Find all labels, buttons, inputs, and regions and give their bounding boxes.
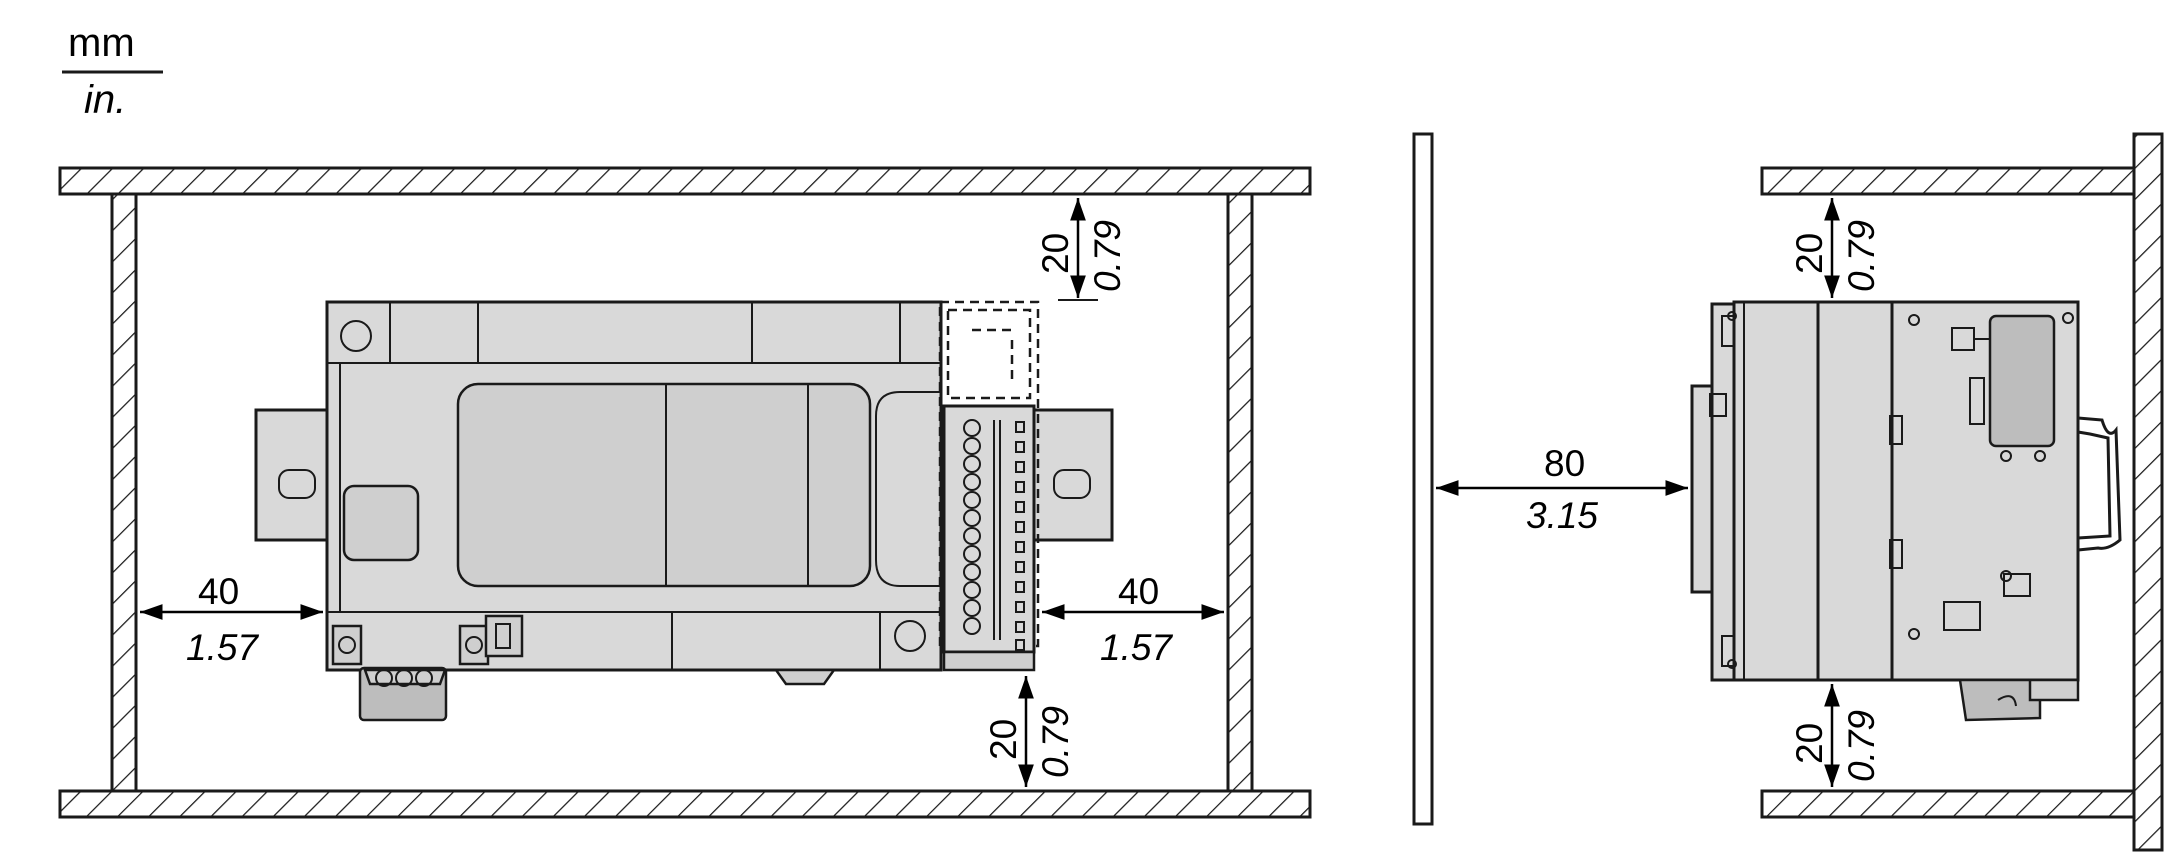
right-clearance-in: 1.57 — [1100, 627, 1173, 668]
left-wall — [110, 192, 138, 793]
unit-primary-label: mm — [68, 21, 135, 65]
side-top-clearance-dimension: 20 0.79 — [1789, 198, 1882, 298]
terminal-block — [938, 300, 1040, 672]
power-connector — [1988, 314, 2056, 448]
bottom-clearance-mm: 20 — [983, 719, 1024, 760]
top-clearance-mm: 20 — [1035, 233, 1076, 274]
side-top-wall — [1760, 166, 2136, 196]
side-top-clearance-in: 0.79 — [1841, 220, 1882, 292]
side-bottom-wall — [1760, 789, 2136, 819]
side-view: 80 3.15 20 0.79 20 0.79 — [1412, 132, 2164, 852]
side-bottom-clearance-dimension: 20 0.79 — [1789, 684, 1882, 787]
rear-clearance-dimension: 80 3.15 — [1436, 443, 1688, 536]
front-cover — [456, 382, 872, 588]
right-clearance-dimension: 40 1.57 — [1042, 571, 1224, 668]
controller-side — [1690, 300, 2122, 722]
left-clearance-in: 1.57 — [186, 627, 259, 668]
bottom-clearance-dimension: 20 0.79 — [983, 676, 1076, 787]
mounting-screw-icon — [894, 620, 926, 652]
rear-clearance-in: 3.15 — [1526, 495, 1598, 536]
front-view: 40 1.57 40 1.57 20 0.79 20 0.79 — [58, 166, 1312, 819]
mounting-screw-icon — [340, 320, 372, 352]
top-clearance-in: 0.79 — [1087, 220, 1128, 292]
din-rail-slot-left — [278, 469, 316, 499]
right-clearance-mm: 40 — [1118, 571, 1159, 612]
top-clearance-dimension: 20 0.79 — [1035, 198, 1128, 301]
bottom-clearance-in: 0.79 — [1035, 706, 1076, 778]
back-plate — [2132, 132, 2164, 852]
right-wall — [1226, 192, 1254, 793]
terminal-cover-outline — [946, 308, 1032, 400]
port-cover — [342, 484, 420, 562]
controller-front — [325, 300, 943, 722]
terminal-screw-row — [963, 419, 1025, 651]
left-clearance-mm: 40 — [198, 571, 239, 612]
din-rail-right — [1028, 408, 1114, 542]
cabinet-door — [1412, 132, 1434, 826]
left-clearance-dimension: 40 1.57 — [140, 571, 323, 668]
side-bottom-clearance-in: 0.79 — [1841, 710, 1882, 782]
side-bottom-clearance-mm: 20 — [1789, 723, 1830, 764]
bottom-wall — [58, 789, 1312, 819]
unit-secondary-label: in. — [84, 78, 126, 122]
removable-terminal-outline — [938, 300, 1040, 648]
top-wall — [58, 166, 1312, 196]
side-front-section — [1732, 300, 1826, 682]
unit-legend: mm in. — [62, 21, 163, 122]
din-rail-slot-right — [1053, 469, 1091, 499]
rear-clearance-mm: 80 — [1544, 443, 1585, 484]
side-top-clearance-mm: 20 — [1789, 233, 1830, 274]
